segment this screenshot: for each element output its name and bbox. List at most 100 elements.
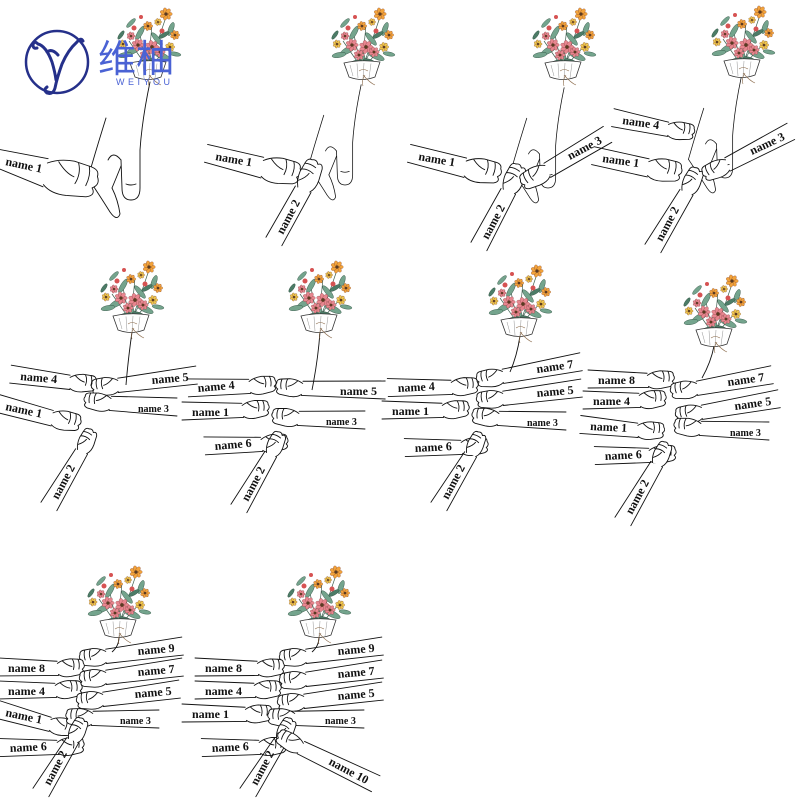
child-hand bbox=[647, 157, 683, 183]
hand-outline bbox=[75, 426, 100, 455]
child-hand bbox=[254, 679, 283, 700]
hand-knuckles bbox=[88, 392, 106, 405]
child-hand bbox=[75, 426, 100, 455]
name-label: name 1 bbox=[4, 154, 43, 175]
hand-knuckles bbox=[503, 166, 520, 187]
child-hand bbox=[66, 715, 91, 744]
logo-ring bbox=[24, 29, 90, 95]
hand-outline bbox=[79, 669, 106, 688]
child-arm bbox=[90, 709, 160, 729]
child-hand bbox=[471, 406, 500, 427]
name-label: name 5 bbox=[536, 383, 574, 400]
hand-knuckles bbox=[675, 381, 692, 393]
child-arm bbox=[381, 400, 445, 420]
hand-knuckles bbox=[259, 680, 276, 692]
child-hand bbox=[500, 161, 529, 195]
hand-knuckles bbox=[272, 708, 289, 720]
hand-knuckles bbox=[682, 169, 698, 188]
child-hand bbox=[673, 416, 702, 437]
child-hand bbox=[464, 157, 503, 186]
child-arm bbox=[407, 144, 468, 178]
hand-knuckles bbox=[284, 672, 301, 683]
hand-outline bbox=[667, 121, 695, 141]
child-hand bbox=[249, 374, 278, 395]
child-hand bbox=[271, 407, 300, 428]
name-label: name 4 bbox=[205, 684, 242, 698]
hand-knuckles bbox=[58, 411, 77, 425]
hand-outline bbox=[517, 162, 551, 192]
hand-outline bbox=[55, 679, 84, 700]
child-hand bbox=[476, 368, 504, 388]
hand-knuckles bbox=[704, 159, 723, 175]
hand-outline bbox=[700, 157, 731, 183]
name-label: name 2 bbox=[622, 477, 652, 516]
hand-outline bbox=[650, 439, 675, 468]
child-hand bbox=[55, 679, 84, 700]
hand-outline bbox=[647, 157, 683, 183]
hand-knuckles bbox=[472, 158, 496, 175]
hand-knuckles bbox=[652, 444, 667, 461]
flower-bouquet bbox=[682, 273, 748, 354]
child-arm bbox=[0, 738, 60, 757]
flower-bouquet bbox=[286, 564, 352, 645]
hand-outline bbox=[442, 399, 470, 420]
child-hand bbox=[451, 376, 480, 397]
hand-outline bbox=[639, 389, 668, 410]
name-label: name 3 bbox=[730, 428, 761, 439]
name-label: name 1 bbox=[192, 707, 229, 721]
hand-knuckles bbox=[263, 659, 280, 671]
brand-logo: 维柚 WEIYOU bbox=[24, 29, 174, 95]
hand-outline bbox=[79, 648, 106, 667]
hand-outline bbox=[464, 157, 503, 186]
name-label: name 1 bbox=[590, 419, 628, 435]
child-hand bbox=[670, 380, 698, 400]
hand-knuckles bbox=[84, 649, 101, 660]
name-label: name 8 bbox=[205, 661, 242, 675]
name-label: name 4 bbox=[397, 379, 435, 395]
child-arm bbox=[502, 378, 583, 406]
name-label: name 3 bbox=[326, 417, 357, 428]
child-hand bbox=[260, 156, 302, 187]
hand-knuckles bbox=[673, 122, 690, 134]
name-label: name 7 bbox=[726, 370, 765, 389]
name-label: name 3 bbox=[138, 404, 169, 415]
child-hand bbox=[264, 429, 288, 458]
child-hand bbox=[650, 439, 675, 468]
flower-bouquet bbox=[86, 564, 152, 645]
hand-knuckles bbox=[81, 692, 98, 703]
child-hand bbox=[279, 671, 306, 690]
name-label: name 5 bbox=[340, 384, 377, 398]
child-arm bbox=[105, 657, 184, 685]
child-arm bbox=[0, 680, 58, 700]
name-label: name 1 bbox=[417, 149, 456, 169]
child-arm bbox=[300, 380, 386, 400]
child-arm bbox=[470, 188, 517, 252]
name-label: name 1 bbox=[602, 151, 641, 170]
flower-bouquet bbox=[487, 263, 553, 344]
hand-knuckles bbox=[55, 160, 91, 186]
child-arm bbox=[0, 394, 54, 427]
child-arm bbox=[305, 636, 384, 664]
hand-knuckles bbox=[68, 720, 83, 737]
child-hand bbox=[639, 389, 668, 410]
name-label: name 5 bbox=[134, 684, 172, 701]
hand-outline bbox=[476, 368, 504, 388]
name-label: name 8 bbox=[598, 373, 635, 387]
child-arm bbox=[105, 636, 184, 664]
child-arm bbox=[386, 378, 454, 397]
child-arm bbox=[239, 737, 287, 798]
hand-outline bbox=[670, 380, 698, 400]
child-arm bbox=[181, 401, 245, 421]
logo-monogram-icon bbox=[31, 37, 85, 95]
child-arm bbox=[117, 365, 198, 393]
hand-knuckles bbox=[60, 680, 77, 692]
flower-bouquet bbox=[710, 4, 776, 85]
name-label: name 6 bbox=[604, 447, 642, 463]
hand-outline bbox=[294, 156, 325, 193]
child-arm bbox=[587, 369, 649, 389]
child-arm bbox=[305, 659, 384, 687]
child-hand bbox=[638, 421, 665, 439]
